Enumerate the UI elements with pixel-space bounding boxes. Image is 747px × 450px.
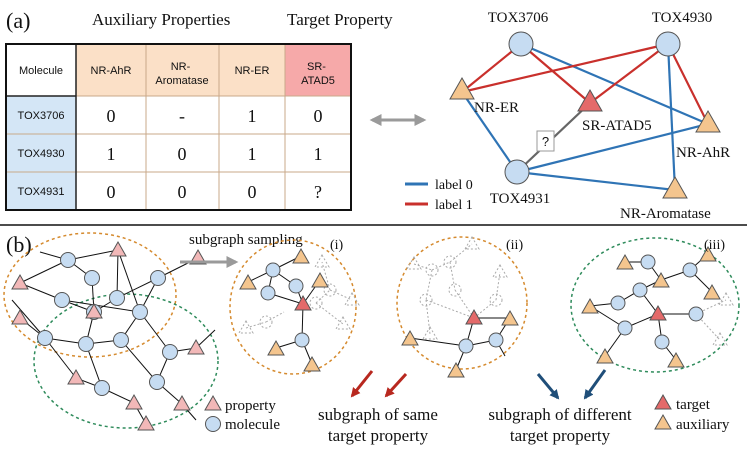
- row-header-tox3706: TOX3706: [18, 110, 65, 122]
- legend-text-label0: label 0: [435, 178, 473, 193]
- subgraph-iii: (iii): [570, 237, 740, 373]
- edge-label1: [667, 43, 709, 125]
- cell-value: 0: [107, 182, 116, 202]
- legend-property-label: property: [225, 398, 276, 414]
- arrow-from-i-icon: [350, 370, 374, 398]
- caption-same-line1: subgraph of same: [318, 405, 438, 424]
- orange-sample-region: [3, 232, 177, 358]
- molecule-node-tox4930: [655, 31, 681, 57]
- caption-same-line2: target property: [328, 426, 429, 445]
- column-header-nr-er: NR-ER: [235, 65, 270, 77]
- column-header-sr-atad5: SR- ATAD5: [301, 61, 335, 87]
- column-header-nr-aromatase: NR- Aromatase: [155, 61, 208, 87]
- cell-value: 1: [107, 144, 116, 164]
- edge-label1: [520, 43, 591, 104]
- header-cell-nr-ahr-bg: [76, 44, 146, 96]
- sr-atad5-line-1: SR-: [307, 61, 326, 73]
- subgraph-ii-region: [396, 236, 528, 370]
- auxiliary-node-nr-er: [449, 76, 475, 100]
- node-label-tox3706: TOX3706: [488, 10, 549, 26]
- row-header-tox4931: TOX4931: [18, 186, 65, 198]
- header-cell-sr-atad5-bg: [285, 44, 351, 96]
- cell-value: 0: [107, 106, 116, 126]
- unknown-label-mark: ?: [542, 134, 549, 149]
- auxiliary-properties-title: Auxiliary Properties: [92, 10, 230, 29]
- arrow-from-ii-right-icon: [536, 373, 560, 400]
- cell-value: 1: [248, 106, 257, 126]
- edge-label0: [516, 122, 709, 174]
- node-label-nr-er: NR-ER: [474, 100, 519, 116]
- molecule-node-tox4931: [504, 159, 530, 185]
- node-label-nr-ahr: NR-AhR: [676, 145, 730, 161]
- subgraph-i: (i): [229, 238, 360, 375]
- subgraph-iii-region: [570, 237, 740, 373]
- subgraph-sampling-label: subgraph sampling: [189, 232, 303, 248]
- sr-atad5-line-2: ATAD5: [301, 75, 335, 87]
- panel-a-label: (a): [6, 8, 30, 33]
- node-label-tox4931: TOX4931: [490, 191, 551, 207]
- cell-value: -: [179, 106, 185, 126]
- node-label-nr-aromatase: NR-Aromatase: [620, 206, 711, 222]
- auxiliary-node-nr-ahr: [695, 109, 721, 133]
- panel-b-label: (b): [6, 232, 32, 257]
- cell-value: 1: [314, 144, 323, 164]
- edge-label1: [461, 43, 522, 93]
- unknown-label-box: [536, 130, 555, 152]
- node-label-sr-atad5: SR-ATAD5: [582, 118, 652, 134]
- edge-label1: [461, 42, 669, 94]
- edge-label0: [666, 43, 677, 191]
- molecule-node-tox3706: [508, 31, 534, 57]
- cell-value: 0: [178, 182, 187, 202]
- arrow-from-ii-icon: [384, 372, 408, 398]
- subgraph-ii-label: (ii): [506, 238, 523, 253]
- subgraph-i-target-node: [294, 294, 312, 311]
- subgraph-i-label: (i): [330, 238, 344, 253]
- target-node-sr-atad5: [577, 88, 603, 112]
- subgraph-ii: (ii): [396, 236, 528, 378]
- cell-value: 0: [178, 144, 187, 164]
- nr-aromatase-line-1: NR-: [171, 61, 191, 73]
- subgraph-ii-target-node: [465, 308, 483, 325]
- table-corner-label: Molecule: [19, 65, 63, 77]
- legend-text-label1: label 1: [435, 198, 473, 213]
- legend-property-icon: [204, 394, 222, 411]
- cell-value: 0: [248, 182, 257, 202]
- subgraph-iii-target-node: [649, 304, 667, 321]
- nr-aromatase-line-2: Aromatase: [155, 75, 208, 87]
- arrow-from-iii-icon: [583, 369, 607, 400]
- edge-label0: [461, 91, 518, 173]
- subgraph-iii-label: (iii): [704, 238, 725, 253]
- target-property-title: Target Property: [287, 10, 393, 29]
- row-header-bg: [6, 96, 76, 210]
- header-cell-nr-aromatase-bg: [146, 44, 219, 96]
- auxiliary-node-nr-aromatase: [662, 175, 688, 199]
- caption-diff-line2: target property: [510, 426, 611, 445]
- legend-auxiliary-icon: [654, 413, 672, 430]
- cell-value: 0: [314, 106, 323, 126]
- cell-value: 1: [248, 144, 257, 164]
- node-label-tox4930: TOX4930: [652, 10, 713, 26]
- subgraph-i-region: [229, 239, 357, 375]
- legend-auxiliary-label: auxiliary: [676, 417, 730, 433]
- legend-target-icon: [654, 393, 672, 410]
- edge-label1: [589, 43, 669, 104]
- legend-molecule-icon: [205, 416, 221, 432]
- property-table: Molecule NR-AhR NR- Aromatase NR-ER SR- …: [5, 43, 352, 211]
- legend-molecule-label: molecule: [225, 417, 280, 433]
- row-header-tox4930: TOX4930: [18, 148, 65, 160]
- green-sample-region: [33, 293, 219, 429]
- legend-target-label: target: [676, 397, 711, 413]
- molecule-property-graph: ? TOX3706 TOX4930 TOX4931 NR-ER SR-ATAD5…: [405, 10, 730, 222]
- full-graph: [3, 232, 219, 431]
- caption-diff-line1: subgraph of different: [488, 405, 631, 424]
- edge-label0: [516, 170, 676, 192]
- cell-value: ?: [314, 182, 322, 202]
- column-header-nr-ahr: NR-AhR: [91, 65, 132, 77]
- header-cell-nr-er-bg: [219, 44, 285, 96]
